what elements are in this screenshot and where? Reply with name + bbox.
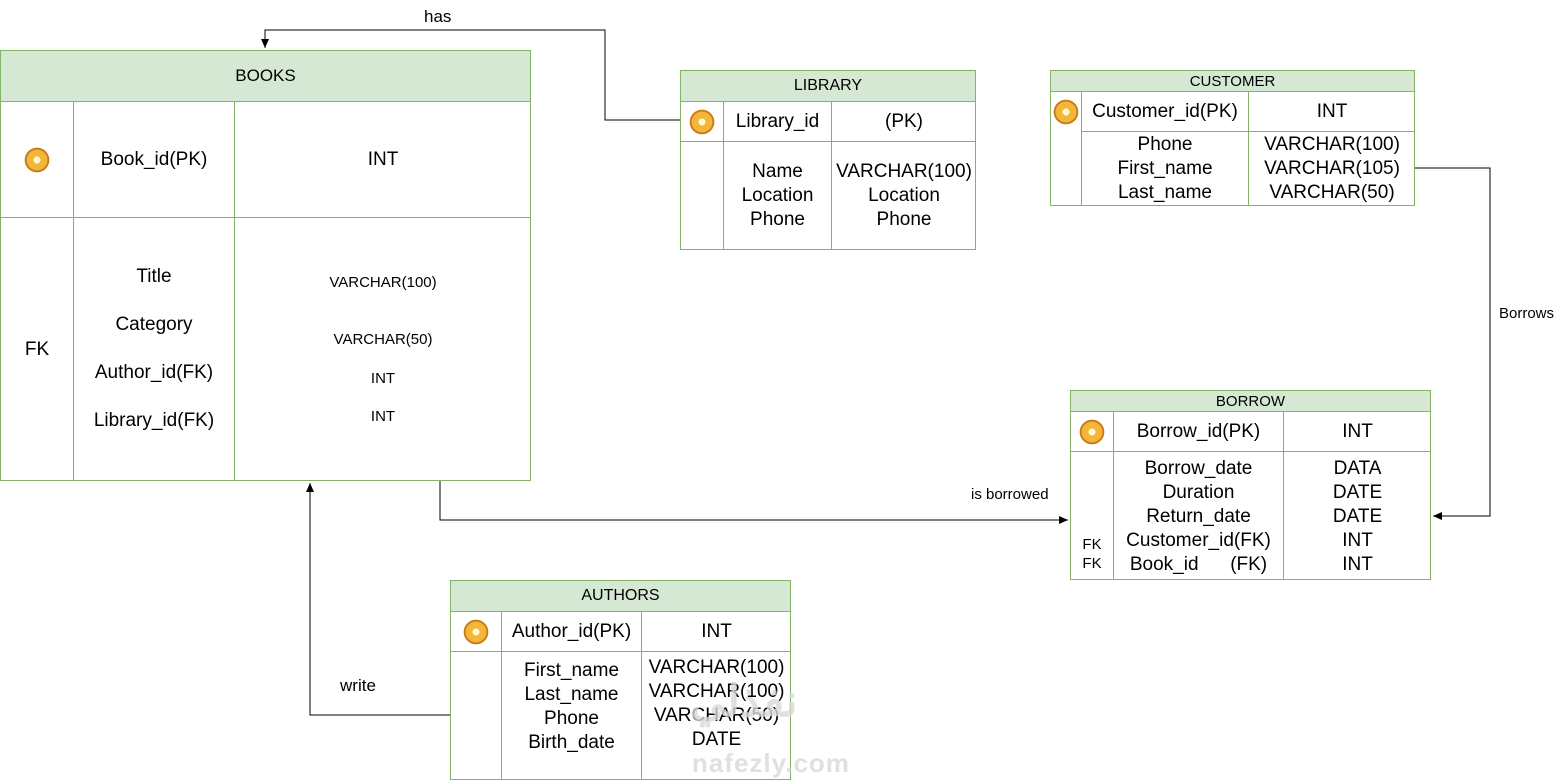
watermark-url: nafezly.com <box>692 748 850 778</box>
customer-type: VARCHAR(100) <box>1264 134 1400 155</box>
borrow-header: BORROW <box>1071 391 1430 412</box>
books-field: Author_id(FK) <box>94 362 214 383</box>
books-field: Title <box>136 266 172 287</box>
authors-type: DATE <box>691 729 742 750</box>
books-header: BOOKS <box>1 51 530 102</box>
borrow-key-icon-cell <box>1071 412 1113 451</box>
library-type: Phone <box>876 209 932 230</box>
primary-key-icon <box>23 145 51 174</box>
borrow-field: Customer_id(FK) <box>1126 530 1271 551</box>
customer-field-list: Phone First_name Last_name <box>1082 133 1248 205</box>
books-table[interactable]: BOOKS Book_id(PK) INT FK Title Category … <box>0 50 531 481</box>
has-connector <box>261 29 680 121</box>
books-fk-label: FK <box>24 338 50 360</box>
customer-key-icon-cell <box>1051 92 1081 131</box>
is-borrowed-label: is borrowed <box>971 486 1049 503</box>
books-title: BOOKS <box>235 66 296 85</box>
customer-type: VARCHAR(105) <box>1264 158 1400 179</box>
borrow-field: Book_id (FK) <box>1129 554 1268 575</box>
authors-field: Birth_date <box>528 732 615 753</box>
borrow-type: DATA <box>1333 458 1382 479</box>
borrow-pk-type: INT <box>1342 420 1373 442</box>
authors-type: VARCHAR(100) <box>648 657 785 678</box>
books-pk-type: INT <box>367 148 399 170</box>
borrow-type-list: DATA DATE DATE INT INT <box>1284 457 1431 577</box>
borrow-type: DATE <box>1332 506 1383 527</box>
is-borrowed-connector <box>439 481 1068 524</box>
customer-type-list: VARCHAR(100) VARCHAR(105) VARCHAR(50) <box>1249 133 1415 205</box>
books-type: INT <box>370 369 396 387</box>
authors-pk-type: INT <box>701 620 732 642</box>
authors-key-icon-cell <box>451 612 501 651</box>
borrow-fk-label: FK <box>1082 536 1102 553</box>
books-key-icon-cell <box>1 102 73 217</box>
primary-key-icon <box>1078 417 1106 446</box>
library-type: VARCHAR(100) <box>836 161 972 182</box>
authors-type: VARCHAR(50) <box>653 705 780 726</box>
authors-type-list: VARCHAR(100) VARCHAR(100) VARCHAR(50) DA… <box>642 656 791 752</box>
customer-pk-field: Customer_id(PK) <box>1092 100 1238 122</box>
books-field: Category <box>115 314 193 335</box>
authors-title: AUTHORS <box>581 587 660 604</box>
borrow-field: Duration <box>1162 482 1235 503</box>
borrow-key-label-list: FK FK <box>1071 535 1113 573</box>
customer-header: CUSTOMER <box>1051 71 1414 92</box>
library-pk-field: Library_id <box>735 110 820 132</box>
authors-field: Last_name <box>524 684 619 705</box>
borrow-field: Borrow_date <box>1144 458 1253 479</box>
authors-field: First_name <box>523 660 620 681</box>
authors-field: Phone <box>544 708 599 729</box>
borrows-label: Borrows <box>1499 305 1555 322</box>
authors-pk-field: Author_id(PK) <box>511 620 632 642</box>
authors-header: AUTHORS <box>451 581 790 612</box>
authors-table[interactable]: AUTHORS Author_id(PK) INT First_name Las… <box>450 580 791 780</box>
write-label: write <box>340 676 376 695</box>
library-field: Name <box>752 161 803 182</box>
library-field: Location <box>741 185 814 206</box>
primary-key-icon <box>688 107 716 136</box>
customer-title: CUSTOMER <box>1189 72 1276 90</box>
borrow-type: DATE <box>1332 482 1383 503</box>
borrow-fk-label: FK <box>1082 555 1102 572</box>
library-type: Location <box>868 185 940 206</box>
library-field: Phone <box>750 209 805 230</box>
borrows-connector <box>1415 167 1491 520</box>
library-pk-type: (PK) <box>885 110 923 132</box>
has-label: has <box>424 7 452 26</box>
books-pk-field: Book_id(PK) <box>100 148 208 170</box>
books-type: INT <box>370 407 396 425</box>
library-title: LIBRARY <box>793 77 863 94</box>
borrow-type: INT <box>1342 554 1373 575</box>
customer-field: Last_name <box>1117 182 1212 203</box>
authors-type: VARCHAR(100) <box>648 681 785 702</box>
library-table[interactable]: LIBRARY Library_id (PK) Name Location Ph… <box>680 70 976 250</box>
customer-table[interactable]: CUSTOMER Customer_id(PK) INT Phone First… <box>1050 70 1415 206</box>
customer-pk-type: INT <box>1316 100 1348 122</box>
library-header: LIBRARY <box>681 71 975 102</box>
books-type: VARCHAR(50) <box>333 330 433 348</box>
borrow-title: BORROW <box>1215 392 1286 410</box>
library-type-list: VARCHAR(100) Location Phone <box>832 160 976 232</box>
borrow-field: Return_date <box>1146 506 1251 527</box>
borrow-field-list: Borrow_date Duration Return_date Custome… <box>1114 457 1283 577</box>
borrow-table[interactable]: BORROW Borrow_id(PK) INT FK FK Borrow_da… <box>1070 390 1431 580</box>
borrow-pk-field: Borrow_id(PK) <box>1136 420 1261 442</box>
books-type: VARCHAR(100) <box>329 273 437 291</box>
primary-key-icon <box>462 617 490 646</box>
customer-field: First_name <box>1117 158 1213 179</box>
primary-key-icon <box>1052 97 1080 126</box>
borrow-type: INT <box>1342 530 1373 551</box>
library-field-list: Name Location Phone <box>724 160 831 232</box>
books-field: Library_id(FK) <box>93 410 215 431</box>
customer-type: VARCHAR(50) <box>1269 182 1395 203</box>
write-connector <box>306 483 450 716</box>
watermark-arabic: نفذلي <box>690 677 798 726</box>
customer-field: Phone <box>1137 134 1193 155</box>
library-key-icon-cell <box>681 102 723 141</box>
authors-field-list: First_name Last_name Phone Birth_date <box>502 659 641 755</box>
